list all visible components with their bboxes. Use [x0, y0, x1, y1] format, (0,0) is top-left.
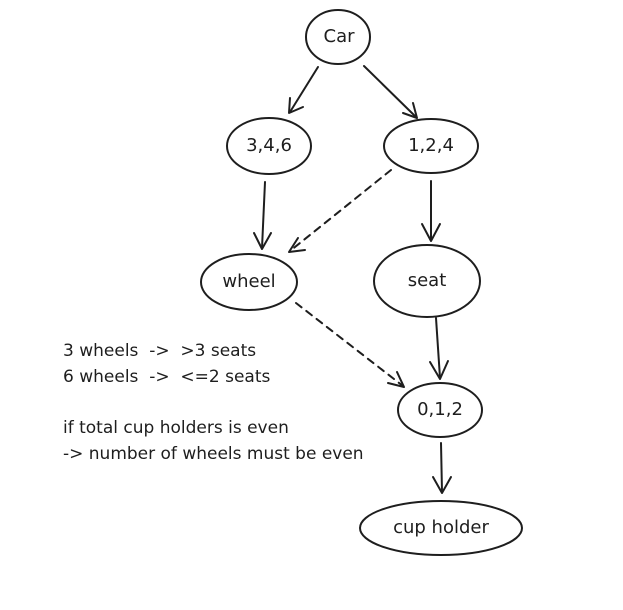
node-012-shape — [397, 382, 483, 438]
node-wheel-shape — [200, 253, 298, 311]
edge-car-to-124 — [363, 65, 417, 118]
edge-346-to-wheel — [261, 181, 266, 249]
note-rule-1: 3 wheels -> >3 seats — [63, 341, 256, 361]
edge-wheel-to-012-arrowhead — [387, 371, 405, 388]
note-rule-2: 6 wheels -> <=2 seats — [63, 367, 270, 387]
edge-012-to-cupholder — [440, 442, 443, 493]
node-wheel-label: wheel — [222, 271, 275, 292]
edge-124-to-seat-arrowhead — [421, 223, 441, 242]
node-cup-holder-label: cup holder — [393, 517, 489, 538]
notes: 3 wheels -> >3 seats 6 wheels -> <=2 sea… — [63, 341, 364, 464]
edge-car-to-346-arrowhead — [288, 97, 304, 114]
node-wheel: wheel — [200, 253, 298, 311]
edge-012-to-cupholder-arrowhead — [432, 476, 452, 494]
edges — [253, 65, 452, 494]
node-seat-label: seat — [408, 270, 447, 291]
edge-124-to-wheel-arrowhead — [288, 237, 306, 253]
node-124-shape — [383, 118, 479, 174]
node-346: 3,4,6 — [226, 117, 312, 175]
node-cup-holder-shape — [359, 500, 523, 556]
note-rule-4: -> number of wheels must be even — [63, 444, 364, 464]
edge-346-to-wheel-arrowhead — [253, 232, 272, 250]
node-346-shape — [226, 117, 312, 175]
note-rule-3: if total cup holders is even — [63, 418, 289, 438]
node-124-label: 1,2,4 — [408, 135, 454, 156]
node-car: Car — [305, 9, 371, 65]
edge-124-to-wheel-dashed — [289, 169, 392, 252]
node-seat: seat — [373, 244, 481, 318]
node-car-shape — [305, 9, 371, 65]
node-012-label: 0,1,2 — [417, 399, 463, 420]
edge-seat-to-012-arrowhead — [429, 360, 449, 380]
node-346-label: 3,4,6 — [246, 135, 292, 156]
edge-wheel-to-012-dashed — [295, 302, 404, 387]
edge-seat-to-012 — [435, 317, 441, 379]
node-124: 1,2,4 — [383, 118, 479, 174]
node-seat-shape — [373, 244, 481, 318]
edge-car-to-346 — [289, 66, 319, 113]
node-012: 0,1,2 — [397, 382, 483, 438]
edge-car-to-124-arrowhead — [402, 102, 418, 119]
node-cup-holder: cup holder — [359, 500, 523, 556]
node-car-label: Car — [324, 26, 356, 47]
